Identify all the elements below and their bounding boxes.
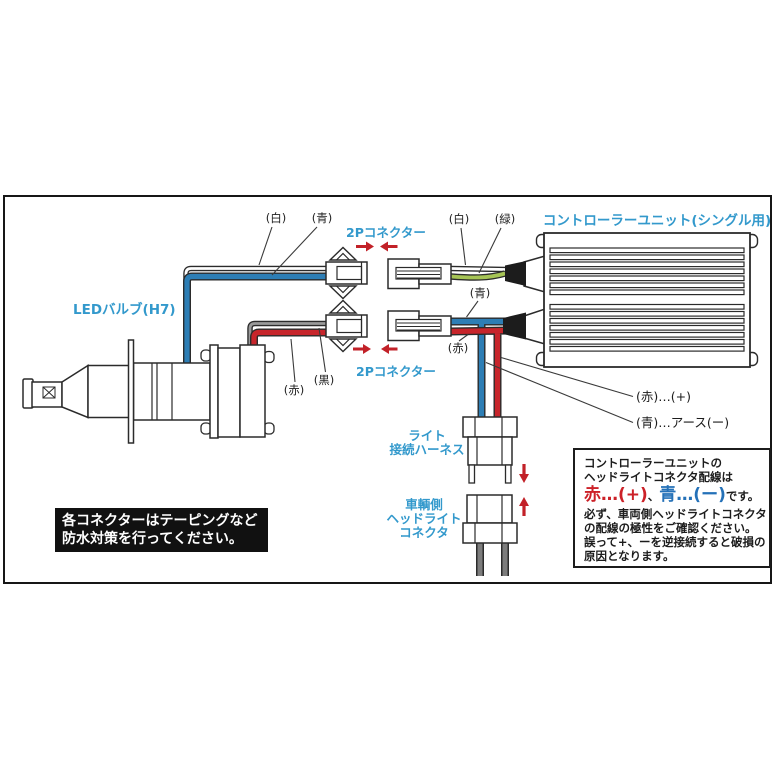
- bulb-flange: [127, 339, 135, 444]
- heatsink-fins: [549, 247, 745, 352]
- label-wire-black-bulb: (黒): [313, 373, 335, 387]
- harness-connector: [462, 416, 518, 484]
- label-harness-line1: ライト: [408, 428, 446, 443]
- label-2p-connector-top: 2Pコネクター: [346, 225, 426, 240]
- wire-black-bulb: [247, 320, 326, 348]
- bulb-cone: [61, 364, 89, 419]
- bulb-cylinder: [87, 364, 131, 419]
- label-wire-blue-top: (青): [311, 211, 333, 225]
- warning-line1: コントローラーユニットの: [584, 456, 722, 470]
- warning-line6: 誤って+、ーを逆接続すると破損の: [584, 535, 766, 549]
- wire-green-controller: [450, 270, 506, 281]
- female-connector-bottom: [387, 310, 452, 342]
- label-wire-red-mid: (赤): [447, 341, 469, 355]
- vehicle-connector: [462, 494, 518, 544]
- arrow-right-bottom-icon: [353, 344, 371, 354]
- label-harness: ライト 接続ハーネス: [389, 429, 464, 457]
- female-connector-top: [387, 258, 452, 290]
- label-polarity-blue: (青)…アース(ー): [636, 415, 730, 430]
- note-line2: 防水対策を行ってください。: [62, 531, 243, 547]
- cable-sleeves: [503, 261, 526, 340]
- label-led-bulb: LEDバルブ(H7): [73, 302, 176, 318]
- controller-wire-funnels: [523, 255, 546, 345]
- bulb-plug-screw: [42, 386, 56, 399]
- label-2p-connector-bottom: 2Pコネクター: [356, 364, 436, 379]
- arrow-left-bottom-icon: [381, 344, 398, 354]
- arrow-up-icon: [519, 497, 529, 516]
- label-harness-line2: 接続ハーネス: [389, 442, 465, 457]
- bulb-fan-end: [239, 344, 266, 438]
- male-connector-bottom: [325, 299, 368, 353]
- wire-gray-vehicle: [476, 540, 509, 576]
- label-wire-green: (緑): [494, 212, 516, 226]
- label-vehicle-line1: 車輌側: [405, 497, 443, 512]
- warning-red-text: 赤…(+): [584, 485, 648, 505]
- wire-red-bulb: [250, 328, 326, 348]
- label-polarity-red: (赤)…(+): [636, 389, 691, 404]
- bulb-fan-plate: [209, 344, 219, 439]
- controller-unit: [535, 232, 759, 368]
- harness-prong: [504, 464, 512, 484]
- label-wire-blue-mid: (青): [469, 286, 491, 300]
- arrow-right-top-icon: [356, 241, 374, 252]
- label-wire-white-right: (白): [448, 212, 470, 226]
- warning-line4: 必ず、車両側ヘッドライトコネクタ: [584, 507, 767, 521]
- harness-prong: [468, 464, 476, 484]
- wire-red-harness: [449, 326, 511, 419]
- label-wire-red-bulb: (赤): [283, 383, 305, 397]
- wire-blue-bulb: [183, 272, 326, 366]
- wire-blue-harness: [450, 317, 510, 419]
- arrow-down-icon: [519, 464, 529, 483]
- label-vehicle-connector: 車輌側 ヘッドライト コネクタ: [386, 498, 461, 540]
- led-bulb-illustration: [22, 339, 275, 444]
- warning-line7: 原因となります。: [584, 549, 675, 563]
- label-wire-white-top: (白): [265, 211, 287, 225]
- wire-white-controller: [450, 265, 506, 273]
- warning-line5: の配線の極性をご確認ください。: [584, 521, 757, 535]
- note-line1: 各コネクターはテーピングなど: [62, 513, 258, 529]
- male-connector-top: [325, 246, 368, 300]
- label-vehicle-line2: ヘッドライト: [386, 511, 462, 526]
- arrow-left-top-icon: [380, 241, 398, 252]
- pointer-lines: [258, 226, 634, 424]
- warning-polarity-line: 赤…(+)、青…(ー)です。: [584, 485, 760, 505]
- label-vehicle-line3: コネクタ: [399, 525, 449, 540]
- label-controller-unit: コントローラーユニット(シングル用): [542, 213, 772, 229]
- wire-white-bulb: [183, 265, 326, 366]
- warning-blue-text: 青…(ー): [659, 485, 726, 505]
- bulb-fan-mid: [217, 347, 241, 438]
- warning-line2: ヘッドライトコネクタ配線は: [584, 470, 734, 484]
- waterproof-note-box: 各コネクターはテーピングなど 防水対策を行ってください。: [55, 508, 268, 552]
- polarity-warning-box: コントローラーユニットの ヘッドライトコネクタ配線は 赤…(+)、青…(ー)です…: [573, 448, 771, 568]
